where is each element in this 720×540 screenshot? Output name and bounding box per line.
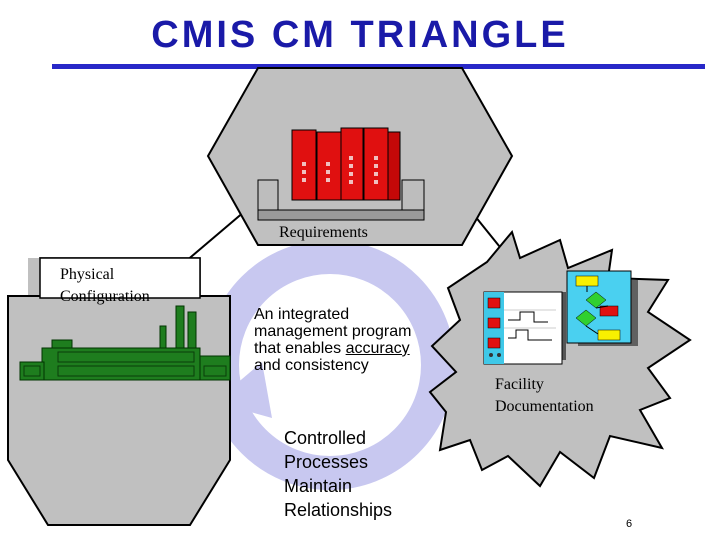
controlled-line1: Controlled	[284, 428, 367, 448]
controlled-line4: Relationships	[284, 500, 393, 520]
physical-configuration-label: Physical Configuration	[60, 264, 150, 308]
physical-label-line2: Configuration	[60, 288, 150, 305]
controlled-line2: Processes	[284, 452, 369, 472]
binders-icon	[257, 127, 425, 221]
controlled-processes-text: Controlled Processes Maintain Relationsh…	[284, 426, 444, 522]
center-description: An integrated management program that en…	[254, 306, 444, 374]
controlled-line3: Maintain	[284, 476, 353, 496]
facility-documentation-label: Facility Documentation	[495, 374, 594, 418]
facility-docs-icon	[483, 270, 638, 365]
center-line4: and consistency	[254, 357, 369, 374]
slide-title: CMIS CM TRIANGLE	[151, 14, 569, 56]
title-rule	[52, 64, 705, 69]
facility-label-line2: Documentation	[495, 398, 594, 415]
requirements-label: Requirements	[279, 224, 368, 241]
physical-label-line1: Physical	[60, 266, 115, 283]
center-line2: management program	[254, 323, 412, 340]
page-number: 6	[626, 518, 633, 530]
accuracy-word: accuracy	[345, 340, 410, 357]
center-line3-prefix: that enables	[254, 340, 346, 357]
center-line3: that enables accuracy	[254, 340, 444, 357]
facility-label-line1: Facility	[495, 376, 544, 393]
center-line1: An integrated	[254, 306, 350, 323]
